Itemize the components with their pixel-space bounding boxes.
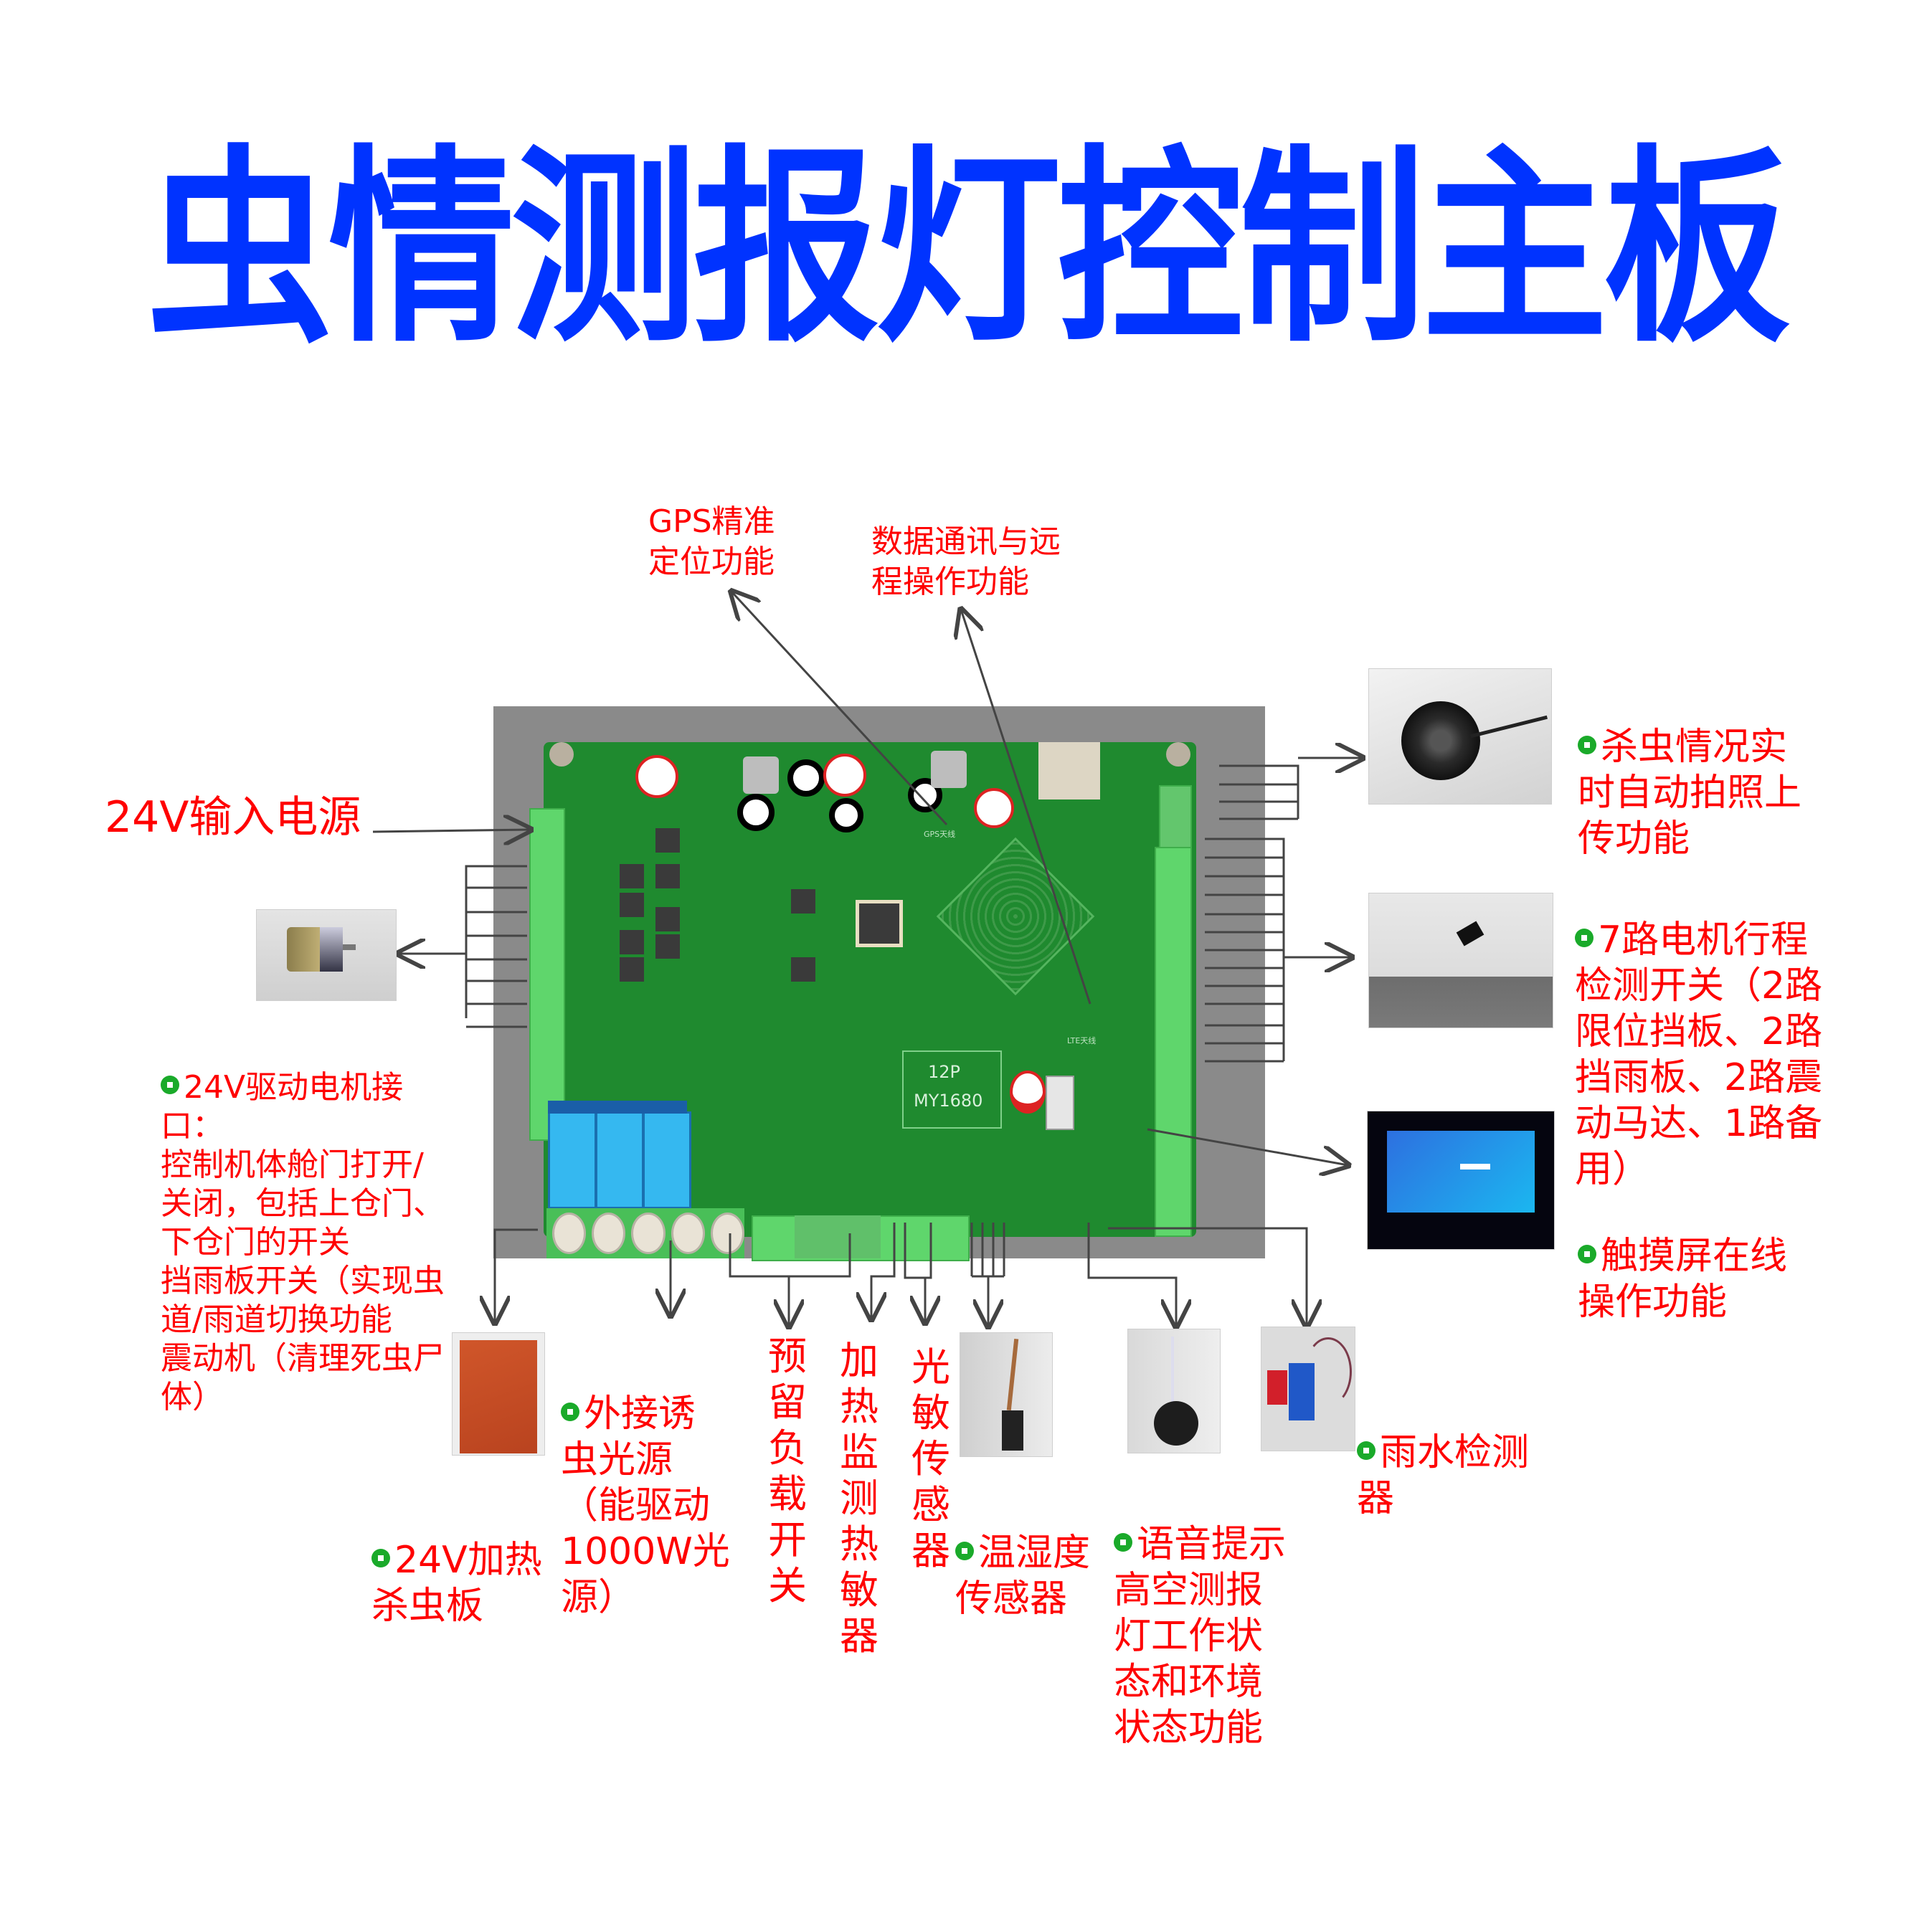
mcu-chip [856,900,903,947]
gps-label: GPS精准 定位功能 [648,503,775,580]
bullet-icon [1578,1245,1596,1263]
mosfet-icon [655,907,680,931]
rain-sensor-photo [1261,1327,1355,1451]
light-source-label: 外接诱 虫光源 （能驱动 1000W光 源） [561,1392,730,1619]
mosfet-icon [620,864,644,888]
bullet-icon [1357,1441,1375,1460]
heater-photo [452,1332,545,1456]
bullet-icon [1578,736,1596,754]
screen-input-box [1460,1164,1490,1169]
heat-monitor-label: 加 热 监 测 热 敏 器 [840,1338,879,1659]
ic-chip [791,957,815,982]
screen-display [1387,1131,1535,1213]
inductor-icon [743,756,779,794]
capacitor-icon [823,754,866,797]
temp-humidity-label: 温湿度 传感器 [955,1532,1091,1621]
capacitor-icon [737,794,775,831]
module-label-12p: 12P [928,1062,961,1082]
mosfet-icon [620,893,644,917]
screw-icon [552,1213,587,1254]
voice-label: 语音提示 高空测报 灯工作状 态和环境 状态功能 [1114,1523,1287,1750]
motor-body-icon [287,927,320,972]
limit-switch-label: 7路电机行程 检测开关（2路 限位挡板、2路 挡雨板、2路震 动马达、1路备 用… [1575,919,1823,1191]
screw-icon [710,1213,745,1254]
screw-icon [631,1213,666,1254]
rain-sensor-wire-icon [1304,1337,1352,1406]
capacitor-icon [635,755,678,798]
voice-module: 12P MY1680 [902,1050,1002,1129]
camera-label: 杀虫情况实 时自动拍照上 传功能 [1578,726,1802,860]
speaker-icon [1154,1401,1198,1446]
bullet-icon [371,1549,390,1567]
data-comm-label: 数据通讯与远 程操作功能 [871,523,1061,600]
rain-sensor-label: 雨水检测 器 [1357,1431,1530,1520]
mosfet-icon [620,957,644,982]
sim-card-slot [1038,742,1100,800]
camera-cable-icon [1470,715,1548,739]
jst-connector [1046,1076,1074,1130]
right-terminal-block-lower [1155,847,1192,1237]
motor-shaft-icon [343,944,356,950]
motor-interface-label: 24V驱动电机接口： 控制机体舱门打开/ 关闭，包括上仓门、 下仓门的开关 挡雨… [161,1069,445,1415]
speaker-wire-icon [1171,1337,1174,1408]
motor-can-icon [320,927,343,972]
bullet-icon [161,1076,179,1094]
left-terminal-block [529,808,565,1141]
sensor-wire-icon [1006,1338,1019,1411]
reserved-load-label: 预 留 负 载 开 关 [768,1334,807,1608]
limit-switch-photo [1368,893,1553,1028]
bullet-icon [1114,1533,1132,1552]
light-sensor-label: 光 敏 传 感 器 [911,1344,950,1573]
power-input-label: 24V输入电源 [105,792,361,843]
screw-terminal-strip [546,1208,745,1258]
lte-antenna-silk: LTE天线 [1067,1036,1097,1045]
relay-shroud [548,1101,687,1114]
module-label-my1680: MY1680 [914,1091,983,1111]
ic-chip [791,889,815,914]
capacitor-icon [1010,1071,1046,1114]
inductor-icon [931,751,967,788]
touchscreen-photo [1367,1111,1555,1250]
capacitor-icon [908,778,942,812]
relay-icon [548,1111,597,1209]
mosfet-icon [655,934,680,959]
heater-pad-icon [460,1340,537,1453]
screw-icon [671,1213,705,1254]
mount-hole-icon [549,742,574,767]
mosfet-icon [620,930,644,954]
bullet-icon [561,1403,579,1421]
bottom-terminal-middle [795,1215,881,1258]
motor-photo [256,909,397,1001]
touchscreen-label: 触摸屏在线 操作功能 [1578,1235,1788,1324]
relay-icon [643,1111,691,1209]
capacitor-icon [974,788,1014,828]
mosfet-icon [655,864,680,888]
capacitor-icon [829,798,863,832]
limit-switch-icon [1456,921,1484,946]
capacitor-icon [787,759,825,797]
heater-board-label: 24V加热 杀虫板 [371,1539,542,1628]
sensor-body-icon [1002,1410,1023,1451]
bullet-icon [955,1542,974,1560]
mosfet-icon [655,828,680,853]
screw-icon [592,1213,626,1254]
page-title: 虫情测报灯控制主板 [146,128,1790,371]
speaker-photo [1127,1329,1221,1453]
camera-photo [1368,668,1552,805]
valve-handle-icon [1267,1370,1287,1405]
right-terminal-block-upper [1159,785,1192,853]
control-board-pcb: GPS天线 LTE天线 12P MY1680 [529,742,1196,1261]
camera-lens-icon [1401,701,1480,780]
bullet-icon [1575,929,1594,947]
gps-antenna-silk: GPS天线 [924,830,956,839]
temp-humidity-photo [960,1332,1053,1457]
mount-hole-icon [1166,742,1190,767]
